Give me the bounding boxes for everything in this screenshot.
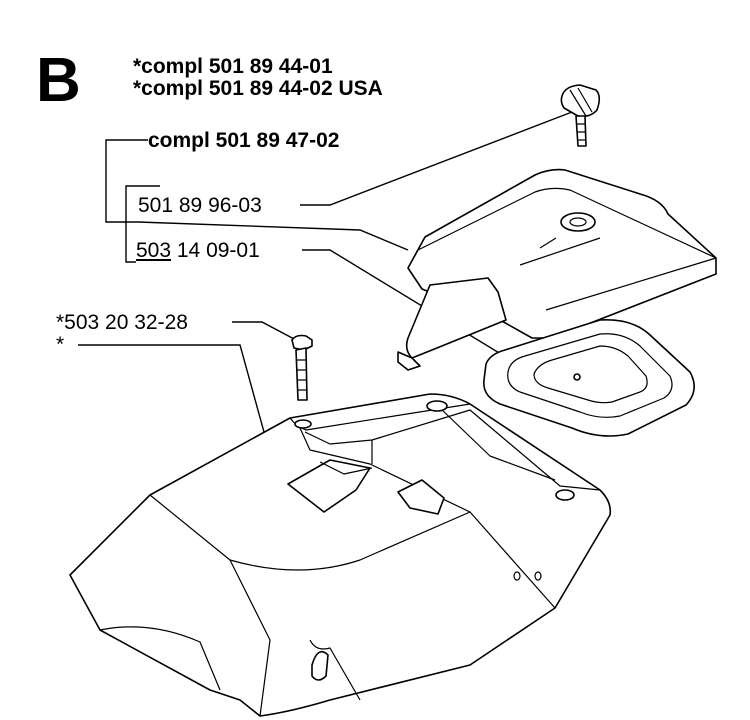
- leader-cover: [137, 221, 409, 251]
- header-line-2: *compl 501 89 44-02 USA: [133, 77, 383, 100]
- leader-main-cover: [78, 344, 265, 433]
- filter-plate-icon: [483, 318, 695, 437]
- subassembly-label: compl 501 89 47-02: [148, 129, 340, 152]
- part-label-knob: 501 89 96-03: [138, 194, 262, 217]
- filter-cover-icon: [397, 168, 717, 371]
- section-letter: B: [36, 46, 81, 115]
- part-label-screw: *503 20 32-28: [56, 311, 188, 334]
- subassembly-bracket: [105, 139, 148, 223]
- main-cover-icon: [69, 393, 612, 717]
- screw-icon: [291, 334, 313, 401]
- knob-icon: [560, 84, 601, 147]
- part-label-filter-rest: 14 09-01: [171, 239, 260, 262]
- inner-bracket: [125, 185, 160, 263]
- part-label-filter-prefix: 503: [136, 239, 172, 262]
- part-label-main-cover: *: [56, 333, 65, 356]
- header-line-1: *compl 501 89 44-01: [133, 55, 333, 78]
- leader-screw: [232, 321, 297, 341]
- leader-knob: [300, 111, 573, 206]
- part-label-filter: 503 14 09-01: [136, 240, 260, 261]
